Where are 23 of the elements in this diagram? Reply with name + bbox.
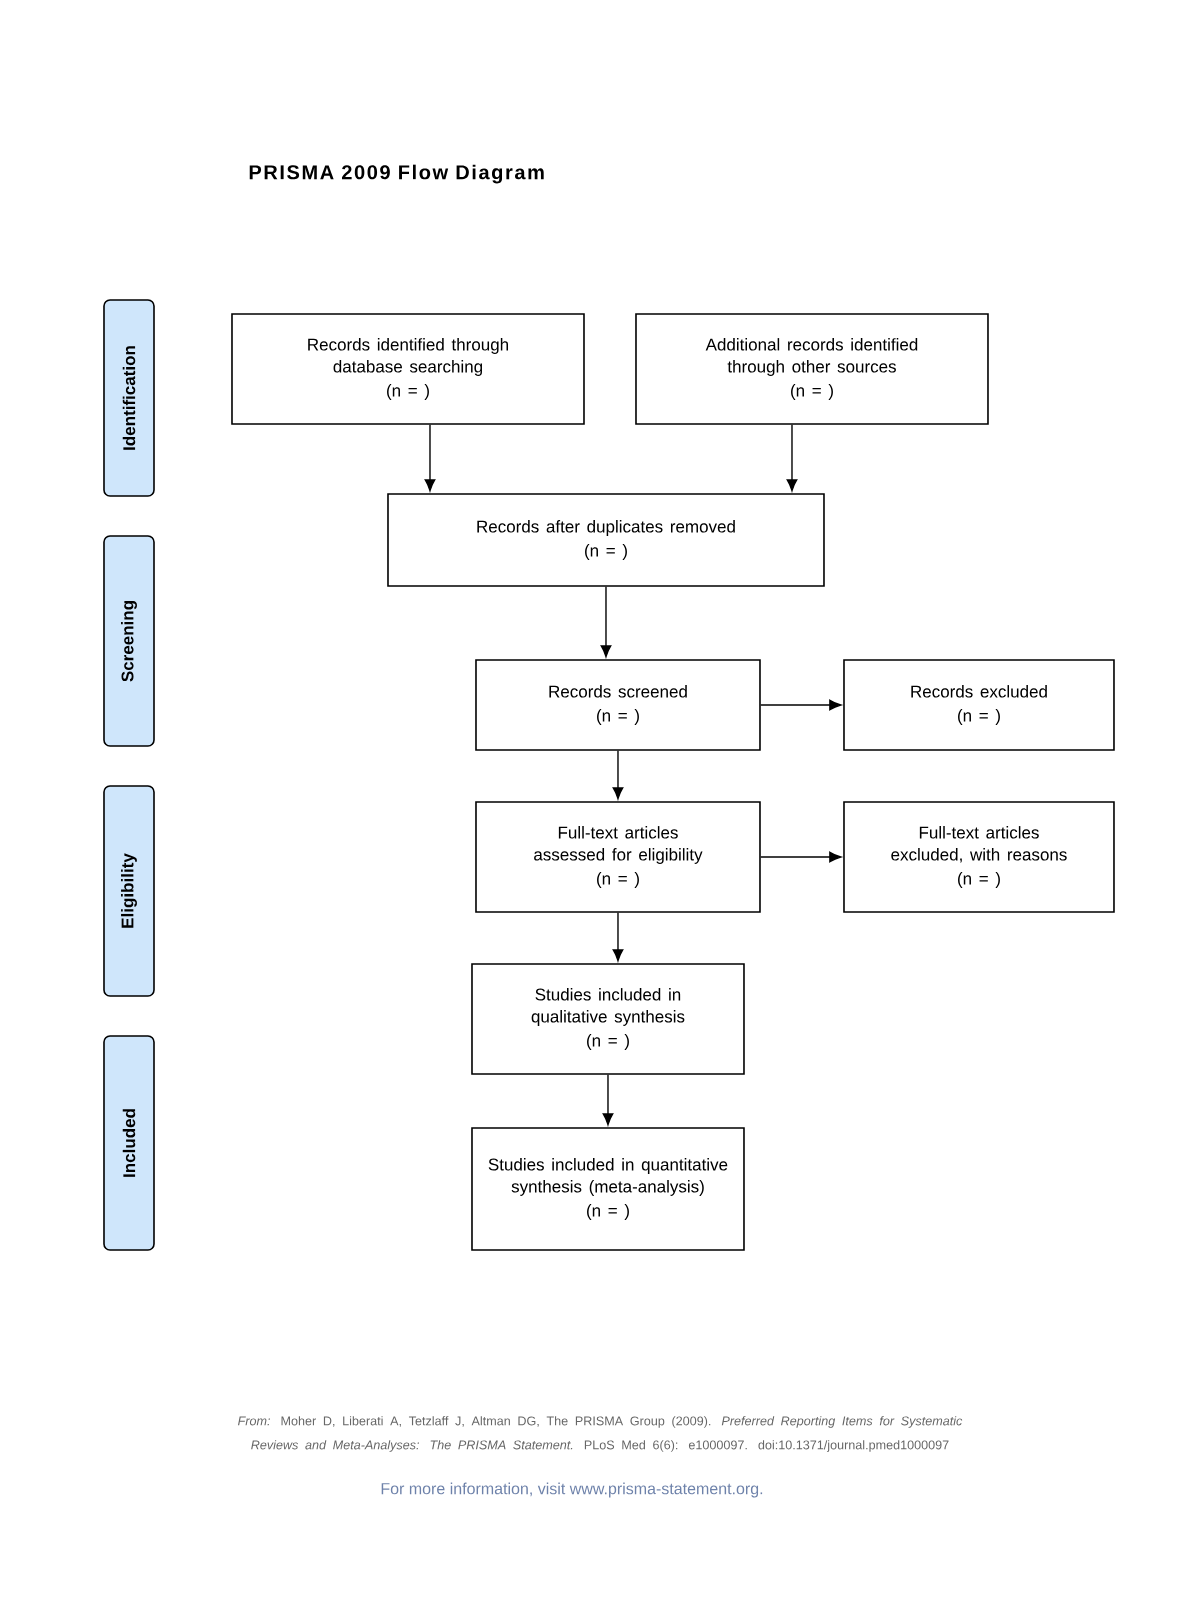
- arrow: [602, 1074, 614, 1126]
- arrow: [600, 586, 612, 658]
- process-box: Studies included in qualitative synthesis (n = ): [471, 963, 745, 1075]
- process-box: Records after duplicates removed (n = ): [387, 493, 825, 587]
- process-box: Full-text articles assessed for eligibility (n = ): [475, 801, 761, 913]
- arrow: [424, 424, 436, 492]
- phase-label: Screening: [103, 535, 155, 747]
- process-box: Records screened (n = ): [475, 659, 761, 751]
- process-box: Full-text articles excluded, with reasons (n = ): [843, 801, 1115, 913]
- note: For more information, visit www.prisma-statement.org.: [381, 1482, 763, 1498]
- arrow: [612, 750, 624, 800]
- process-box: Records excluded (n = ): [843, 659, 1115, 751]
- process-box: Additional records identified through other sources (n = ): [635, 313, 989, 425]
- phase-label: Identification: [103, 299, 155, 497]
- arrow: [786, 424, 798, 492]
- process-box: Studies included in quantitative synthesis (meta-analysis) (n = ): [471, 1127, 745, 1251]
- phase-label: Eligibility: [103, 785, 155, 997]
- title: PRISMA 2009 Flow Diagram: [249, 164, 544, 184]
- process-box: Records identified through database searching (n = ): [231, 313, 585, 425]
- phase-label: Included: [103, 1035, 155, 1251]
- arrow: [760, 699, 842, 711]
- arrow: [612, 912, 624, 962]
- arrow: [760, 851, 842, 863]
